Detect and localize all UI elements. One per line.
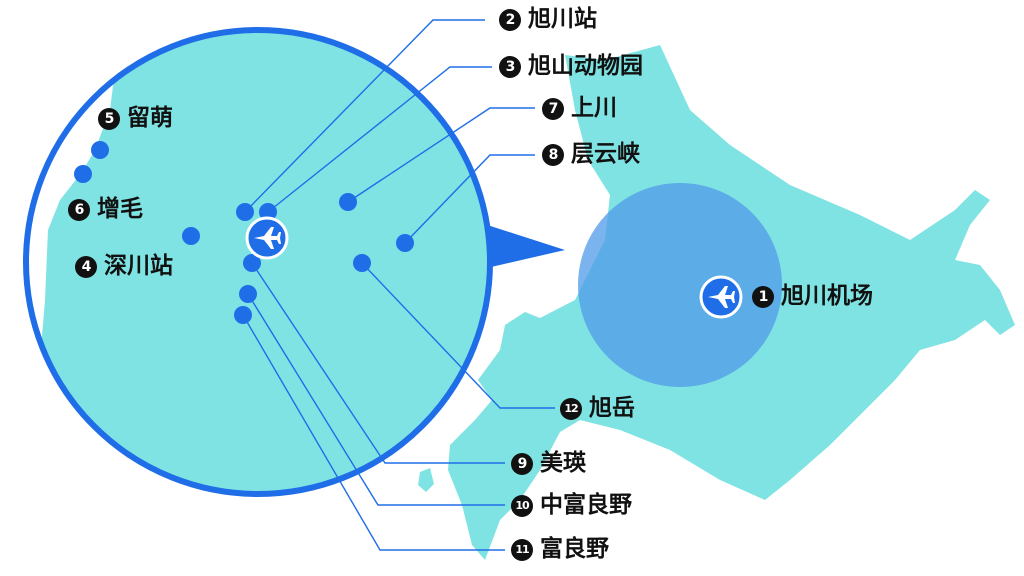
airplane-icon (699, 275, 743, 319)
place-name: 上川 (571, 95, 617, 121)
badge-number: 1 (752, 285, 774, 308)
badge-number: 7 (542, 97, 564, 120)
label-fukagawa-station: 4 深川站 (75, 255, 173, 278)
badge-number: 4 (75, 255, 97, 278)
badge-number: 6 (68, 198, 90, 221)
place-name: 深川站 (104, 253, 173, 279)
place-name: 层云峡 (571, 141, 640, 167)
label-mashike: 6 增毛 (68, 198, 143, 221)
leader-line-12 (361, 262, 555, 409)
place-name: 中富良野 (540, 492, 632, 518)
airport-zone-circle (578, 183, 782, 387)
small-island-okushiri (418, 468, 434, 492)
badge-number: 11 (511, 538, 533, 561)
marker-furano (234, 306, 252, 324)
leader-lines (242, 19, 555, 551)
badge-number: 8 (542, 143, 564, 166)
location-markers (74, 141, 414, 324)
leader-line-2 (244, 19, 485, 213)
place-name: 旭山动物园 (528, 53, 643, 79)
leader-line-10 (247, 293, 505, 506)
zoom-pointer (478, 222, 565, 270)
label-rumoi: 5 留萌 (98, 107, 173, 130)
marker-asahiyama-zoo (259, 203, 277, 221)
label-asahidake: 12 旭岳 (560, 397, 635, 420)
leader-line-11 (242, 314, 505, 551)
leader-line-8 (404, 154, 535, 244)
badge-number: 9 (511, 452, 533, 475)
place-name: 富良野 (540, 536, 609, 562)
badge-number: 5 (98, 107, 120, 130)
label-asahikawa-station: 2 旭川站 (499, 8, 597, 31)
label-asahikawa-airport: 1 旭川机场 (752, 285, 873, 308)
label-sounkyo: 8 层云峡 (542, 143, 640, 166)
leader-line-9 (251, 262, 505, 464)
marker-asahikawa-station (236, 203, 254, 221)
marker-rumoi-2 (74, 165, 92, 183)
small-island-rishiri (570, 75, 590, 95)
place-name: 旭岳 (589, 395, 635, 421)
marker-fukagawa (182, 227, 200, 245)
leader-line-7 (347, 107, 535, 203)
place-name: 增毛 (97, 196, 143, 222)
place-name: 留萌 (127, 105, 173, 131)
leader-line-3 (267, 66, 492, 213)
marker-kamikawa (339, 193, 357, 211)
badge-number: 12 (560, 397, 582, 420)
label-asahiyama-zoo: 3 旭山动物园 (499, 55, 643, 78)
label-nakafurano: 10 中富良野 (511, 494, 632, 517)
place-name: 美瑛 (540, 450, 586, 476)
airplane-icon (245, 216, 289, 260)
badge-number: 2 (499, 8, 521, 31)
marker-nakafurano (239, 285, 257, 303)
badge-number: 10 (511, 494, 533, 517)
label-furano: 11 富良野 (511, 538, 609, 561)
marker-rumoi-1 (91, 141, 109, 159)
place-name: 旭川站 (528, 6, 597, 32)
place-name: 旭川机场 (781, 283, 873, 309)
marker-sounkyo (396, 234, 414, 252)
badge-number: 3 (499, 55, 521, 78)
marker-asahidake (353, 254, 371, 272)
marker-biei (243, 254, 261, 272)
label-kamikawa: 7 上川 (542, 97, 617, 120)
label-biei: 9 美瑛 (511, 452, 586, 475)
